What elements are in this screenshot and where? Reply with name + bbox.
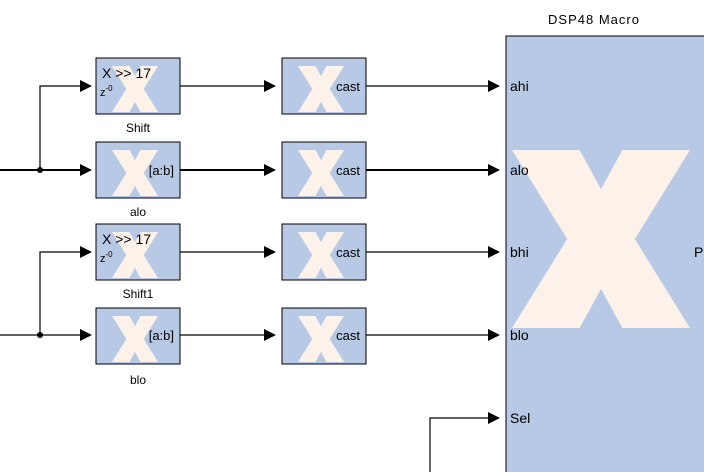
wire-b-to-shift1 [39,251,88,335]
port-p-output: P [694,244,703,260]
cast-text: cast [336,163,360,178]
arrow-ahi-in [488,80,500,92]
wire-a-to-shift [39,85,88,170]
port-bhi: bhi [510,244,529,260]
cast-block-2[interactable]: cast [281,141,367,199]
blo-label: blo [130,373,146,387]
arrow-bhi-in [488,246,500,258]
arrow-cast1-in [264,80,276,92]
cast-text: cast [336,79,360,94]
shift1-label: Shift1 [123,287,154,301]
arrow-alo-port-in [488,164,500,176]
alo-label: alo [130,205,146,219]
shift-label: Shift [126,121,151,135]
cast-block-4[interactable]: cast [281,307,367,365]
blo-slice-block[interactable]: [a:b] [95,307,181,365]
arrow-cast2-in [264,164,276,176]
shift1-op-text: X >> 17 [102,231,151,247]
arrow-sel-in [488,412,500,424]
arrow-shift1-in [80,246,92,258]
cast-text: cast [336,245,360,260]
port-ahi: ahi [510,78,529,94]
arrow-blo-port-in [488,329,500,341]
port-sel: Sel [510,410,530,426]
junction-dot-a [37,167,43,173]
cast-block-3[interactable]: cast [281,223,367,281]
cast-block-1[interactable]: cast [281,57,367,115]
shift1-block[interactable]: X >> 17 z-0 [95,223,181,281]
alo-slice-block[interactable]: [a:b] [95,141,181,199]
wires [0,85,496,472]
arrowheads [80,80,500,424]
arrow-blo-in [80,329,92,341]
shift-block[interactable]: X >> 17 z-0 [95,57,181,115]
blo-slice-text: [a:b] [149,328,174,343]
shift-op-text: X >> 17 [102,65,151,81]
arrow-cast4-in [264,329,276,341]
dsp48-title: DSP48 Macro [548,12,640,27]
shift1-delay-text: z-0 [100,250,113,265]
cast-text: cast [336,328,360,343]
arrow-alo-in [80,164,92,176]
junction-dot-b [37,332,43,338]
arrow-shift-in [80,80,92,92]
dsp48-macro-block[interactable]: ahi alo bhi blo Sel P [505,35,704,472]
alo-slice-text: [a:b] [149,163,174,178]
wire-sel [429,417,496,472]
arrow-cast3-in [264,246,276,258]
shift-delay-text: z-0 [100,84,113,99]
port-alo: alo [510,162,529,178]
port-blo: blo [510,327,529,343]
